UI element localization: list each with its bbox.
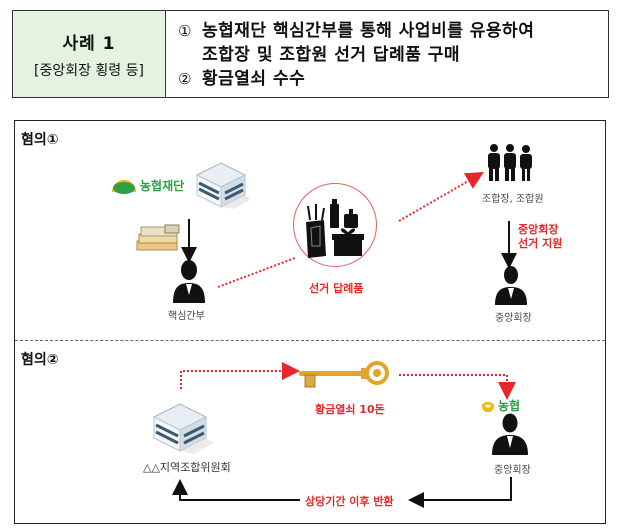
union-members-icon [488, 144, 532, 181]
golden-key-label: 황금열쇠 10돈 [315, 403, 385, 416]
allegation-diagram: 혐의① 농협재단 핵심간부 [14, 120, 606, 524]
cash-bundle-icon [136, 224, 180, 251]
case-subtitle: [중앙회장 횡령 등] [34, 62, 144, 79]
chairman-label: 중앙회장 [495, 313, 532, 324]
return-arrow-chairman-to-committee [408, 477, 512, 508]
election-gifts-label: 선거 답례품 [309, 282, 364, 295]
chairman-person-icon [492, 413, 528, 455]
section-divider [15, 340, 605, 341]
committee-label: △△지역조합위원회 [143, 461, 231, 474]
nh-foundation-logo: 농협재단 [111, 176, 184, 194]
dotted-line-executive-to-gifts [217, 257, 296, 288]
chairman-person-icon [495, 266, 527, 305]
section-1-label: 혐의① [21, 132, 59, 148]
chairman-election-support-label-1: 중앙회장 [518, 223, 559, 236]
committee-building-icon [152, 403, 214, 454]
nh-logo: 농협 [482, 397, 520, 414]
foundation-logo-text: 농협재단 [140, 178, 185, 193]
return-arrow-to-committee [172, 479, 300, 501]
case-description-cell: ① 농협재단 핵심간부를 통해 사업비를 유용하여 조합장 및 조합원 선거 답례… [166, 11, 608, 97]
item-text: 농협재단 핵심간부를 통해 사업비를 유용하여 [202, 21, 535, 41]
nh-logo-text: 농협 [498, 399, 521, 413]
nh-emblem-icon [482, 401, 494, 412]
allegation-item-1-cont: 조합장 및 조합원 선거 답례품 구매 [178, 43, 608, 67]
case-header-cell: 사례 1 [중앙회장 횡령 등] [13, 11, 166, 97]
section-2-label: 혐의② [21, 352, 59, 368]
item-text: 황금열쇠 수수 [202, 69, 306, 89]
gifts-icon [306, 199, 364, 258]
dotted-arrow-committee-to-key [180, 362, 300, 389]
election-gifts-circle [293, 183, 377, 267]
item-number: ① [178, 22, 192, 40]
dotted-arrow-gifts-to-members [398, 172, 484, 222]
allegation-item-2: ② 황금열쇠 수수 [178, 67, 608, 91]
case-title: 사례 1 [62, 33, 116, 54]
building-icon [195, 162, 249, 209]
nh-leaf-logo-icon [112, 180, 136, 194]
executive-label: 핵심간부 [168, 311, 205, 322]
allegation-item-1: ① 농협재단 핵심간부를 통해 사업비를 유용하여 [178, 19, 608, 43]
executive-person-icon [173, 260, 205, 303]
golden-key-icon [299, 361, 389, 388]
return-after-period-label: 상당기간 이후 반환 [305, 495, 394, 508]
item-text: 조합장 및 조합원 선거 답례품 구매 [202, 45, 461, 65]
item-number: ② [178, 70, 192, 88]
chairman-election-support-label-2: 선거 지원 [518, 237, 563, 250]
union-members-label: 조합장, 조합원 [482, 194, 544, 205]
connector-lines [172, 172, 517, 508]
case-summary-table: 사례 1 [중앙회장 횡령 등] ① 농협재단 핵심간부를 통해 사업비를 유용하… [12, 10, 609, 98]
chairman-label-2: 중앙회장 [494, 465, 531, 476]
dotted-arrow-key-to-chairman [399, 374, 516, 400]
